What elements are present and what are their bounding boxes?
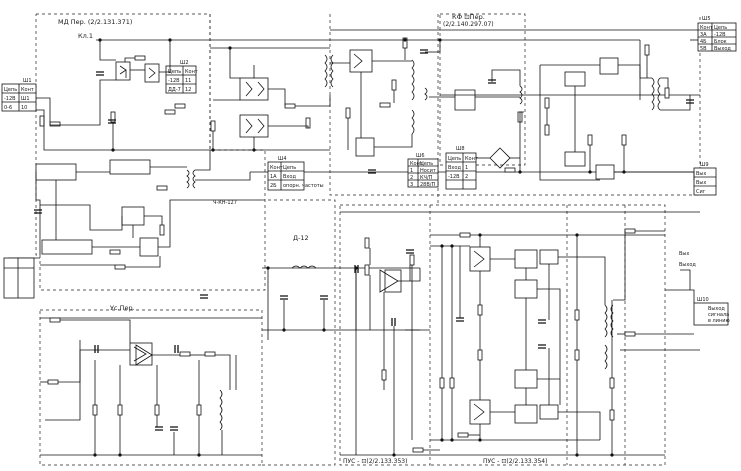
kl1-label: Кл.1 bbox=[78, 32, 93, 40]
svg-text:Вых: Вых bbox=[696, 171, 706, 177]
svg-text:Конт: Конт bbox=[410, 161, 423, 167]
svg-text:Ш9: Ш9 bbox=[700, 162, 709, 168]
svg-text:Конт: Конт bbox=[700, 25, 713, 31]
svg-text:2: 2 bbox=[465, 174, 468, 180]
connector-sh8: Ш8 Цепь Конт Вход 1 -12В 2 bbox=[445, 146, 478, 190]
kf-block-title: КФ ⊡Пер. bbox=[452, 13, 485, 21]
svg-text:Цепь: Цепь bbox=[168, 69, 181, 75]
svg-text:Ш5: Ш5 bbox=[702, 16, 711, 22]
svg-text:Конт: Конт bbox=[185, 69, 198, 75]
svg-text:2Б: 2Б bbox=[270, 183, 277, 189]
svg-text:Конт: Конт bbox=[21, 87, 34, 93]
hf-left-note: Вых bbox=[679, 251, 689, 257]
power-buses bbox=[40, 29, 700, 456]
svg-text:Цепь: Цепь bbox=[4, 87, 17, 93]
transformers bbox=[186, 54, 661, 431]
svg-text:10: 10 bbox=[21, 105, 27, 111]
svg-text:ДД-7: ДД-7 bbox=[168, 87, 181, 93]
svg-text:Вход: Вход bbox=[283, 174, 296, 180]
capacitors bbox=[34, 49, 694, 431]
connector-sh6: Ш6 Цепь Конт Носит 1 КЧ/П 2 28В/П 3 bbox=[407, 153, 439, 188]
svg-text:Цепь: Цепь bbox=[420, 161, 433, 167]
svg-text:Цепь: Цепь bbox=[448, 156, 461, 162]
svg-text:в линию: в линию bbox=[708, 318, 730, 324]
svg-text:3: 3 bbox=[410, 182, 413, 188]
svg-text:-12В: -12В bbox=[4, 96, 16, 102]
svg-text:Конт: Конт bbox=[465, 156, 478, 162]
svg-text:Вых: Вых bbox=[696, 180, 706, 186]
svg-text:2: 2 bbox=[410, 175, 413, 181]
svg-text:Цепь: Цепь bbox=[283, 165, 296, 171]
connector-sh5: Ш5 Конт Цепь 3А -12В 4Б Блок 5В Выход bbox=[697, 16, 737, 52]
svg-text:0-6: 0-6 bbox=[4, 105, 12, 111]
svg-text:Носит: Носит bbox=[420, 168, 436, 174]
svg-text:1А: 1А bbox=[270, 174, 277, 180]
svg-text:Ш1: Ш1 bbox=[21, 96, 30, 102]
connector-sh4: Ш4 Конт Цепь 1А Вход 2Б опорн. частоты bbox=[267, 156, 324, 191]
connector-sh1: Ш1 Цепь Конт -12В Ш1 0-6 10 bbox=[1, 78, 37, 112]
svg-text:3А: 3А bbox=[700, 32, 707, 38]
svg-text:Выход: Выход bbox=[714, 46, 731, 52]
svg-text:сигнала: сигнала bbox=[708, 312, 729, 318]
md-block-title: МД Пер. (2/2.131.371) bbox=[58, 18, 132, 26]
svg-text:Ш10: Ш10 bbox=[697, 297, 709, 303]
svg-text:28В/П: 28В/П bbox=[420, 182, 435, 188]
connector-sh10: Ш10 Выход сигнала в линию bbox=[693, 297, 730, 326]
junction-dots bbox=[93, 38, 626, 457]
svg-text:Ш2: Ш2 bbox=[180, 60, 189, 66]
pus1-block-title: ПУС - ⊡(2/2.133.353) bbox=[343, 458, 407, 465]
svg-text:11: 11 bbox=[185, 78, 191, 84]
transistors bbox=[35, 49, 619, 425]
svg-text:1: 1 bbox=[465, 165, 468, 171]
connector-sh2: Ш2 Цепь Конт -12В 11 ДД-7 12 bbox=[165, 60, 198, 94]
svg-text:Вход: Вход bbox=[448, 165, 461, 171]
svg-text:опорн. частоты: опорн. частоты bbox=[283, 183, 324, 189]
svg-text:Блок: Блок bbox=[714, 39, 727, 45]
kf-block-code: (2/2.140.297.07) bbox=[443, 21, 494, 28]
svg-text:Ш8: Ш8 bbox=[456, 146, 465, 152]
opamps bbox=[135, 269, 399, 366]
pus2-block-title: ПУС - ⊡(2/2.133.354) bbox=[483, 458, 547, 465]
svg-text:Ш4: Ш4 bbox=[278, 156, 287, 162]
hf-right-note: Выход bbox=[679, 262, 696, 268]
wiring bbox=[3, 39, 700, 455]
svg-text:-12В: -12В bbox=[168, 78, 180, 84]
diode-bridge bbox=[454, 89, 511, 169]
svg-text:КЧ/П: КЧ/П bbox=[420, 175, 433, 181]
svg-text:5В: 5В bbox=[700, 46, 707, 52]
svg-text:Ш1: Ш1 bbox=[23, 78, 32, 84]
svg-text:-12В: -12В bbox=[448, 174, 460, 180]
zu-block-title: Ус.Пер. bbox=[110, 304, 135, 312]
svg-text:Цепь: Цепь bbox=[714, 25, 727, 31]
svg-text:12: 12 bbox=[185, 87, 191, 93]
connector-sh9: Ш9 Вых Вых Сиг bbox=[693, 162, 717, 196]
svg-text:1: 1 bbox=[410, 168, 413, 174]
svg-text:Сиг: Сиг bbox=[696, 189, 706, 195]
svg-text:Выход: Выход bbox=[708, 306, 725, 312]
d12-block-title: Д-12 bbox=[293, 234, 309, 242]
svg-text:4Б: 4Б bbox=[700, 39, 707, 45]
svg-text:Конт: Конт bbox=[270, 165, 283, 171]
svg-text:Ш6: Ш6 bbox=[416, 153, 425, 159]
svg-text:-12В: -12В bbox=[714, 32, 726, 38]
ii-row-note: Ч-КН-127 bbox=[213, 200, 237, 206]
